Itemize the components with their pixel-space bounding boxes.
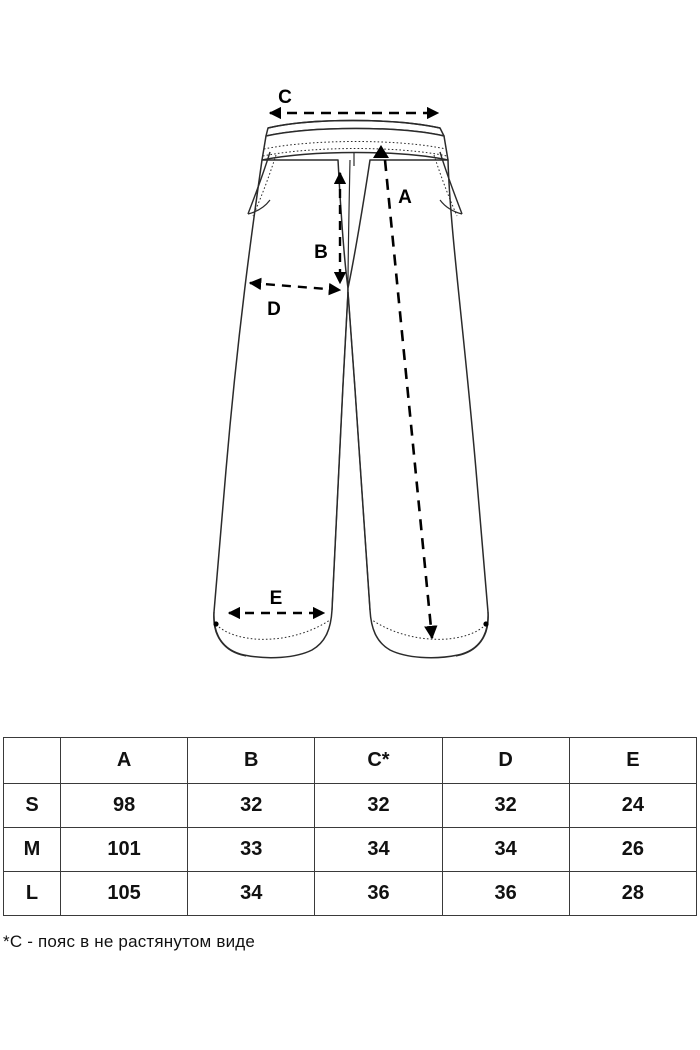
cell-s-c: 32 [314,783,443,828]
cell-s-a: 98 [59,783,189,828]
waistband-seam-stitch-2 [262,148,448,157]
table-row: L 105 34 36 36 28 [3,871,698,916]
cell-m-c: 34 [314,827,443,872]
table-header-row: A B C* D E [3,737,698,784]
column-header-d: D [441,737,570,784]
cell-l-b: 34 [187,871,316,916]
cell-m-d: 34 [441,827,570,872]
column-header-c: C* [314,737,443,784]
cell-l-c: 36 [314,871,443,916]
right-inseam-line [347,291,371,611]
cell-s-e: 24 [568,783,698,828]
waistband-seam-stitch [263,141,447,150]
size-table-head: A B C* D E [3,737,698,784]
size-table-body: S 98 32 32 32 24 M 101 33 34 34 26 L 105… [3,783,698,916]
size-label-l: L [3,871,61,916]
measurement-labels-group: C A B D E [267,87,412,609]
technical-drawing-panel: C A B D E [213,87,489,659]
cell-m-a: 101 [59,827,189,872]
right-pocket-bag [439,199,463,215]
cell-l-d: 36 [441,871,570,916]
left-hem-notch-dot [213,621,219,627]
size-label-s: S [3,783,61,828]
measure-label-e: E [270,588,283,609]
cell-l-a: 105 [59,871,189,916]
measure-label-b: B [314,242,328,263]
size-table-container: A B C* D E S 98 32 32 32 24 M 101 33 34 … [3,737,698,916]
right-pocket-opening [439,151,463,215]
right-hem-curve [455,611,489,657]
size-label-m: M [3,827,61,872]
size-table: A B C* D E S 98 32 32 32 24 M 101 33 34 … [3,737,698,916]
table-row: M 101 33 34 34 26 [3,827,698,872]
table-row: S 98 32 32 32 24 [3,783,698,828]
column-header-a: A [59,737,189,784]
measure-line-a [383,159,438,640]
left-hem-curve [213,611,247,657]
measure-label-d: D [267,299,281,320]
cell-m-e: 26 [568,827,698,872]
cell-s-d: 32 [441,783,570,828]
measurement-arrows-group [227,106,440,640]
column-header-e: E [568,737,698,784]
left-pocket-opening [247,151,271,215]
left-leg-outline [213,159,349,659]
center-front-rise-seam [347,159,351,289]
table-corner-header [3,737,61,784]
column-header-b: B [187,737,316,784]
measure-a-top-arrowhead [373,145,389,158]
cell-m-b: 33 [187,827,316,872]
measure-label-c: C [278,87,292,108]
right-hem-notch-dot [483,621,489,627]
left-inseam-line [331,291,349,611]
pants-technical-drawing: C A B D E [213,87,489,659]
cell-s-b: 32 [187,783,316,828]
left-pocket-bag [247,199,271,215]
pants-main-body [261,127,449,161]
garment-outline-group [213,119,489,659]
waistband-top-edge [267,119,441,129]
measure-label-a: A [398,187,412,208]
footnote-text: *C - пояс в не растянутом виде [3,932,256,951]
right-leg-outline [347,159,489,659]
cell-l-e: 28 [568,871,698,916]
